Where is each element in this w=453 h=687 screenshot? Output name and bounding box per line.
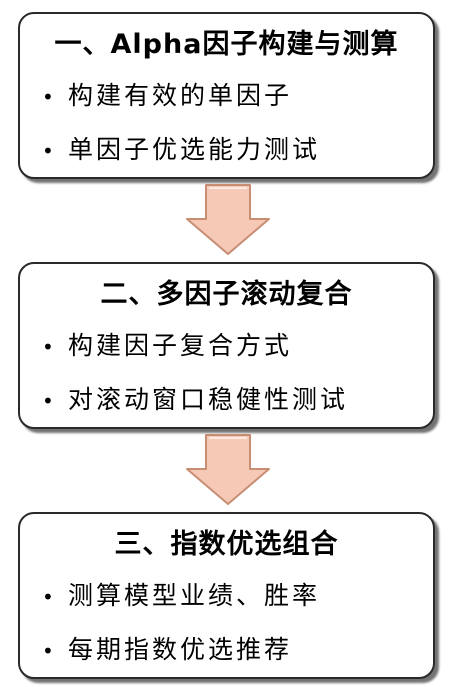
step-1-item-1-label: 构建有效的单因子	[68, 81, 293, 110]
step-3-item-1: • 测算模型业绩、胜率	[42, 580, 320, 613]
step-1-item-1: • 构建有效的单因子	[42, 80, 292, 113]
step-1-title: 一、Alpha因子构建与测算	[54, 29, 399, 60]
step-3-title: 三、指数优选组合	[114, 529, 339, 560]
step-2-title: 二、多因子滚动复合	[100, 279, 353, 310]
step-3-item-1-label: 测算模型业绩、胜率	[68, 581, 321, 610]
step-2-item-2-label: 对滚动窗口稳健性测试	[68, 385, 349, 414]
step-3-item-2: • 每期指数优选推荐	[42, 634, 292, 667]
step-2-item-2: • 对滚动窗口稳健性测试	[42, 384, 348, 417]
step-1-item-2-label: 单因子优选能力测试	[68, 135, 321, 164]
step-2-item-1: • 构建因子复合方式	[42, 330, 292, 363]
step-1-box: 一、Alpha因子构建与测算 • 构建有效的单因子 • 单因子优选能力测试	[18, 12, 435, 179]
step-2-item-1-label: 构建因子复合方式	[68, 331, 293, 360]
bullet-icon: •	[42, 639, 57, 663]
bullet-icon: •	[42, 585, 57, 609]
down-arrow-icon	[186, 184, 270, 255]
bullet-icon: •	[42, 139, 57, 163]
bullet-icon: •	[42, 389, 57, 413]
step-2-box: 二、多因子滚动复合 • 构建因子复合方式 • 对滚动窗口稳健性测试	[18, 262, 435, 429]
down-arrow-icon	[186, 434, 270, 505]
bullet-icon: •	[42, 335, 57, 359]
step-3-item-2-label: 每期指数优选推荐	[68, 635, 293, 664]
step-1-item-2: • 单因子优选能力测试	[42, 134, 320, 167]
bullet-icon: •	[42, 85, 57, 109]
step-3-box: 三、指数优选组合 • 测算模型业绩、胜率 • 每期指数优选推荐	[18, 512, 435, 679]
